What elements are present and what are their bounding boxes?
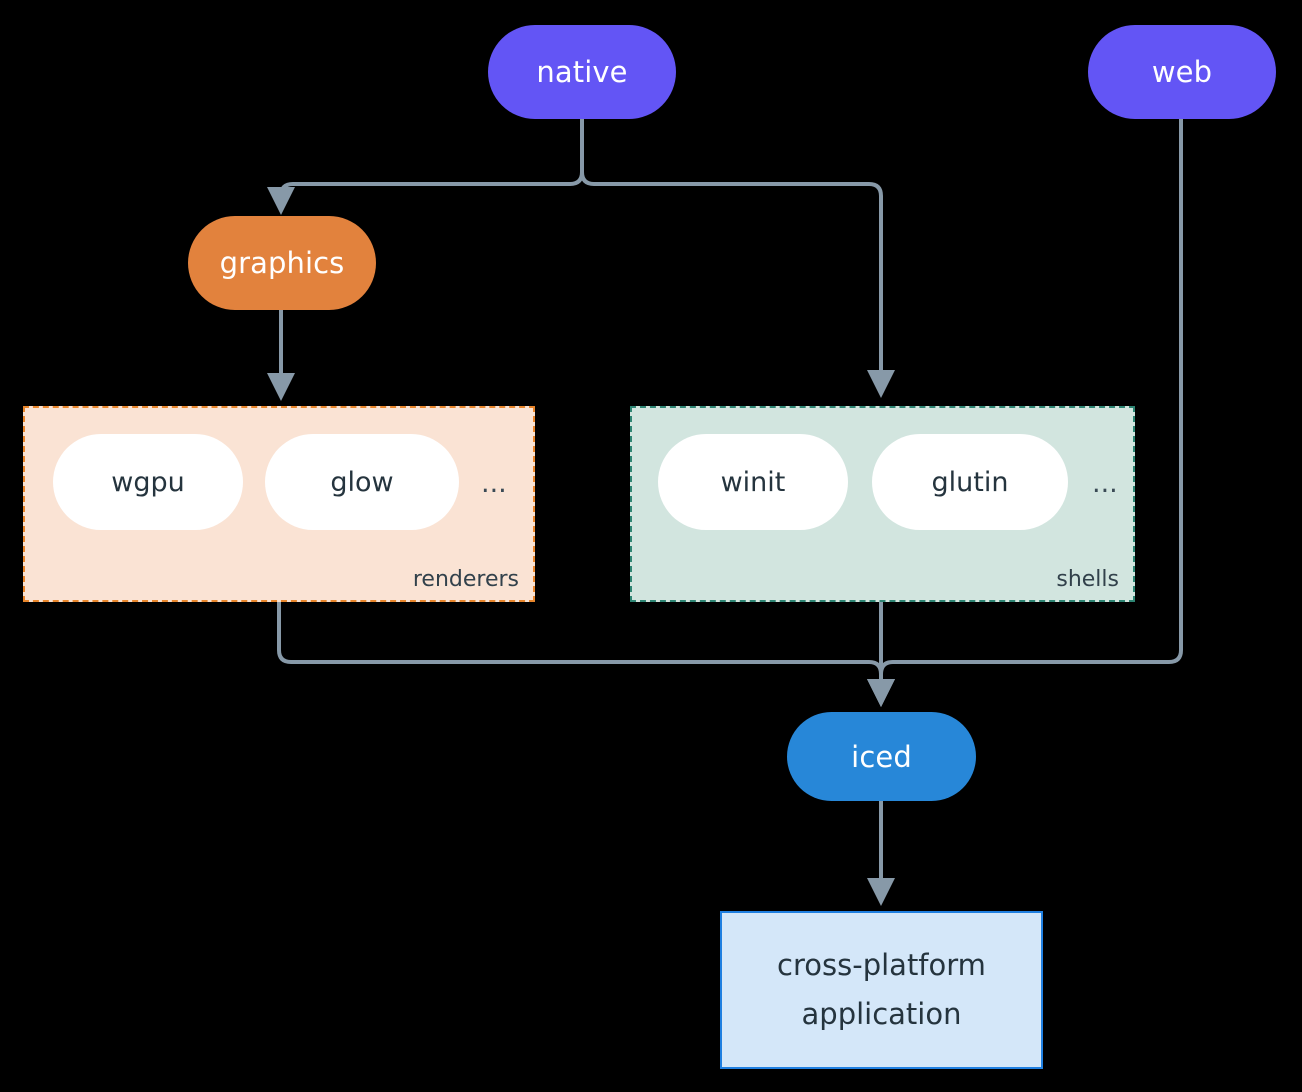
node-winit-label: winit [720, 466, 786, 498]
node-wgpu[interactable]: wgpu [53, 434, 243, 530]
node-winit[interactable]: winit [658, 434, 848, 530]
node-application-label-line1: cross-platform [777, 947, 986, 982]
node-application[interactable]: cross-platform application [720, 911, 1043, 1069]
node-graphics[interactable]: graphics [188, 216, 376, 310]
shells-overflow-ellipsis: ... [1092, 468, 1118, 499]
node-glutin-label: glutin [931, 466, 1009, 498]
node-native-label: native [536, 55, 628, 89]
node-graphics-label: graphics [219, 246, 345, 280]
edge-renderers-to-iced [277, 600, 895, 707]
group-renderers-label: renderers [412, 567, 519, 592]
node-web[interactable]: web [1088, 25, 1276, 119]
renderers-overflow-ellipsis: ... [481, 468, 507, 499]
group-shells: winit glutin ... shells [630, 406, 1135, 602]
node-iced[interactable]: iced [787, 712, 976, 801]
edge-native-to-graphics [267, 117, 584, 215]
node-glow[interactable]: glow [265, 434, 459, 530]
edge-native-to-shells [580, 117, 895, 398]
group-shells-label: shells [1056, 567, 1119, 592]
node-application-label-line2: application [801, 997, 962, 1031]
node-glutin[interactable]: glutin [872, 434, 1068, 530]
node-iced-label: iced [851, 739, 912, 774]
node-glow-label: glow [330, 466, 394, 498]
node-web-label: web [1151, 55, 1213, 89]
node-wgpu-label: wgpu [111, 466, 185, 498]
node-native[interactable]: native [488, 25, 676, 119]
group-renderers: wgpu glow ... renderers [23, 406, 535, 602]
